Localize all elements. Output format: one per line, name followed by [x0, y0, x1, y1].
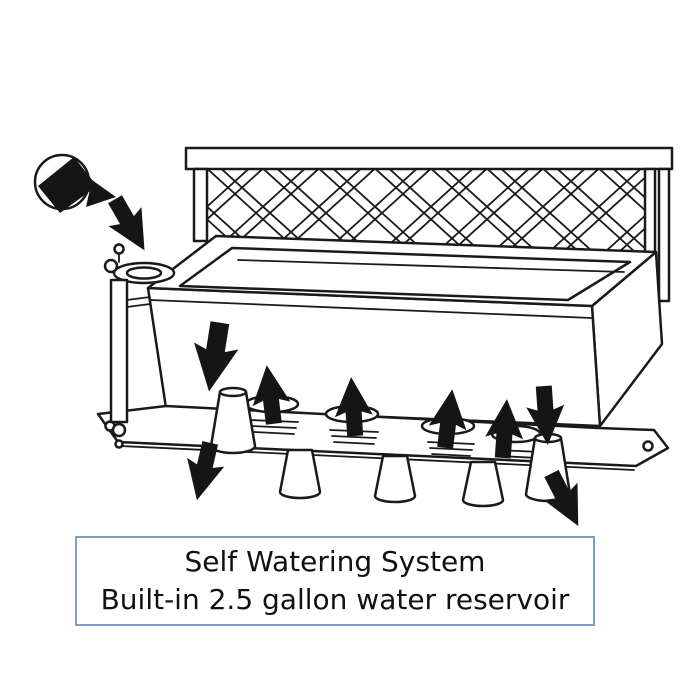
watering-can-spout	[86, 180, 116, 207]
tray-right-mount-hole	[642, 440, 654, 452]
tube-bracket	[126, 296, 151, 301]
fill-funnel-opening	[125, 266, 163, 280]
fill-tube	[109, 278, 129, 424]
watering-can-icon	[33, 153, 116, 213]
wick-cone	[461, 460, 505, 508]
tube-bracket	[126, 303, 151, 308]
caption-line-2: Built-in 2.5 gallon water reservoir	[100, 582, 570, 616]
tube-base-screw	[114, 439, 124, 449]
planter-rim-band	[149, 299, 593, 319]
trellis-left-post	[192, 167, 209, 243]
tube-base-knob	[111, 422, 127, 438]
float-knob	[113, 243, 125, 255]
wick-cone	[373, 454, 417, 504]
caption-line-1: Self Watering System	[184, 545, 486, 579]
watering-can-body	[38, 157, 97, 213]
wick-cone	[278, 448, 322, 500]
wick-cone-top	[218, 386, 248, 398]
wick-cone	[209, 390, 257, 455]
fill-tube-assembly	[103, 243, 176, 449]
trellis-top-rail	[184, 146, 674, 171]
pour-arrow-icon	[98, 189, 161, 260]
float-cap	[103, 258, 119, 274]
planter-box	[146, 234, 664, 428]
caption-box: Self Watering System Built-in 2.5 gallon…	[75, 536, 595, 626]
trellis-right-outer-post	[657, 167, 671, 303]
planter-inner-wall-line	[237, 259, 625, 273]
